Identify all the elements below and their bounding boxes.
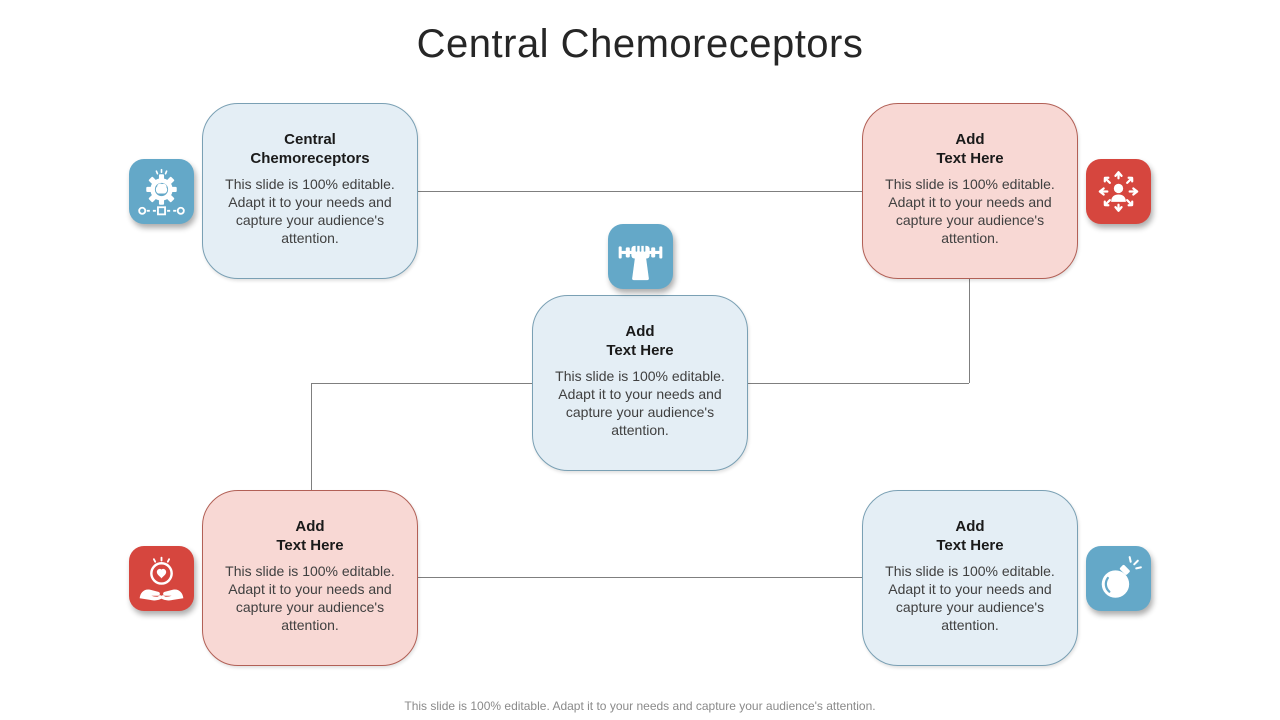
card-title-line2: Chemoreceptors <box>250 150 370 167</box>
card-title-line2: Text Here <box>936 150 1004 167</box>
connector-right-horizontal <box>748 383 969 384</box>
bomb-spark-icon[interactable] <box>1086 546 1151 611</box>
card-body-text: This slide is 100% editable. Adapt it to… <box>555 368 725 438</box>
bomb-spark-glyph <box>1101 556 1142 598</box>
card-title-line1: Add <box>955 131 985 148</box>
card-bottom-left[interactable]: Add Text Here This slide is 100% editabl… <box>202 490 418 666</box>
card-title: Add Text Here <box>533 322 747 360</box>
card-title: Add Text Here <box>863 130 1077 168</box>
card-title-line2: Text Here <box>276 537 344 554</box>
arm-lifting-dumbbell-icon[interactable] <box>608 224 673 289</box>
card-top-left[interactable]: Central Chemoreceptors This slide is 100… <box>202 103 418 279</box>
hands-holding-heart-icon[interactable] <box>129 546 194 611</box>
card-body-text: This slide is 100% editable. Adapt it to… <box>885 563 1055 633</box>
person-outward-arrows-icon[interactable] <box>1086 159 1151 224</box>
card-title-line1: Add <box>295 518 325 535</box>
connector-left-horizontal <box>311 383 532 384</box>
gear-brain-process-glyph <box>138 168 185 216</box>
card-title: Central Chemoreceptors <box>203 130 417 168</box>
card-title: Add Text Here <box>203 517 417 555</box>
gear-brain-process-icon[interactable] <box>129 159 194 224</box>
hands-holding-heart-glyph <box>139 556 184 601</box>
card-title: Add Text Here <box>863 517 1077 555</box>
card-body-text: This slide is 100% editable. Adapt it to… <box>885 176 1055 246</box>
card-bottom-right[interactable]: Add Text Here This slide is 100% editabl… <box>862 490 1078 666</box>
person-outward-arrows-glyph <box>1098 171 1139 212</box>
card-title-line2: Text Here <box>936 537 1004 554</box>
card-center[interactable]: Add Text Here This slide is 100% editabl… <box>532 295 748 471</box>
card-title-line1: Add <box>625 323 655 340</box>
connector-left-vertical <box>311 383 312 490</box>
connector-bottom <box>418 577 862 578</box>
arm-lifting-dumbbell-glyph <box>618 245 663 281</box>
card-title-line2: Text Here <box>606 342 674 359</box>
connector-right-vertical <box>969 279 970 383</box>
slide-title: Central Chemoreceptors <box>416 22 864 66</box>
card-top-right[interactable]: Add Text Here This slide is 100% editabl… <box>862 103 1078 279</box>
card-title-line1: Add <box>955 518 985 535</box>
card-body-text: This slide is 100% editable. Adapt it to… <box>225 176 395 246</box>
card-title-line1: Central <box>284 131 336 148</box>
footer-caption: This slide is 100% editable. Adapt it to… <box>404 699 876 713</box>
card-body-text: This slide is 100% editable. Adapt it to… <box>225 563 395 633</box>
connector-top <box>418 191 862 192</box>
